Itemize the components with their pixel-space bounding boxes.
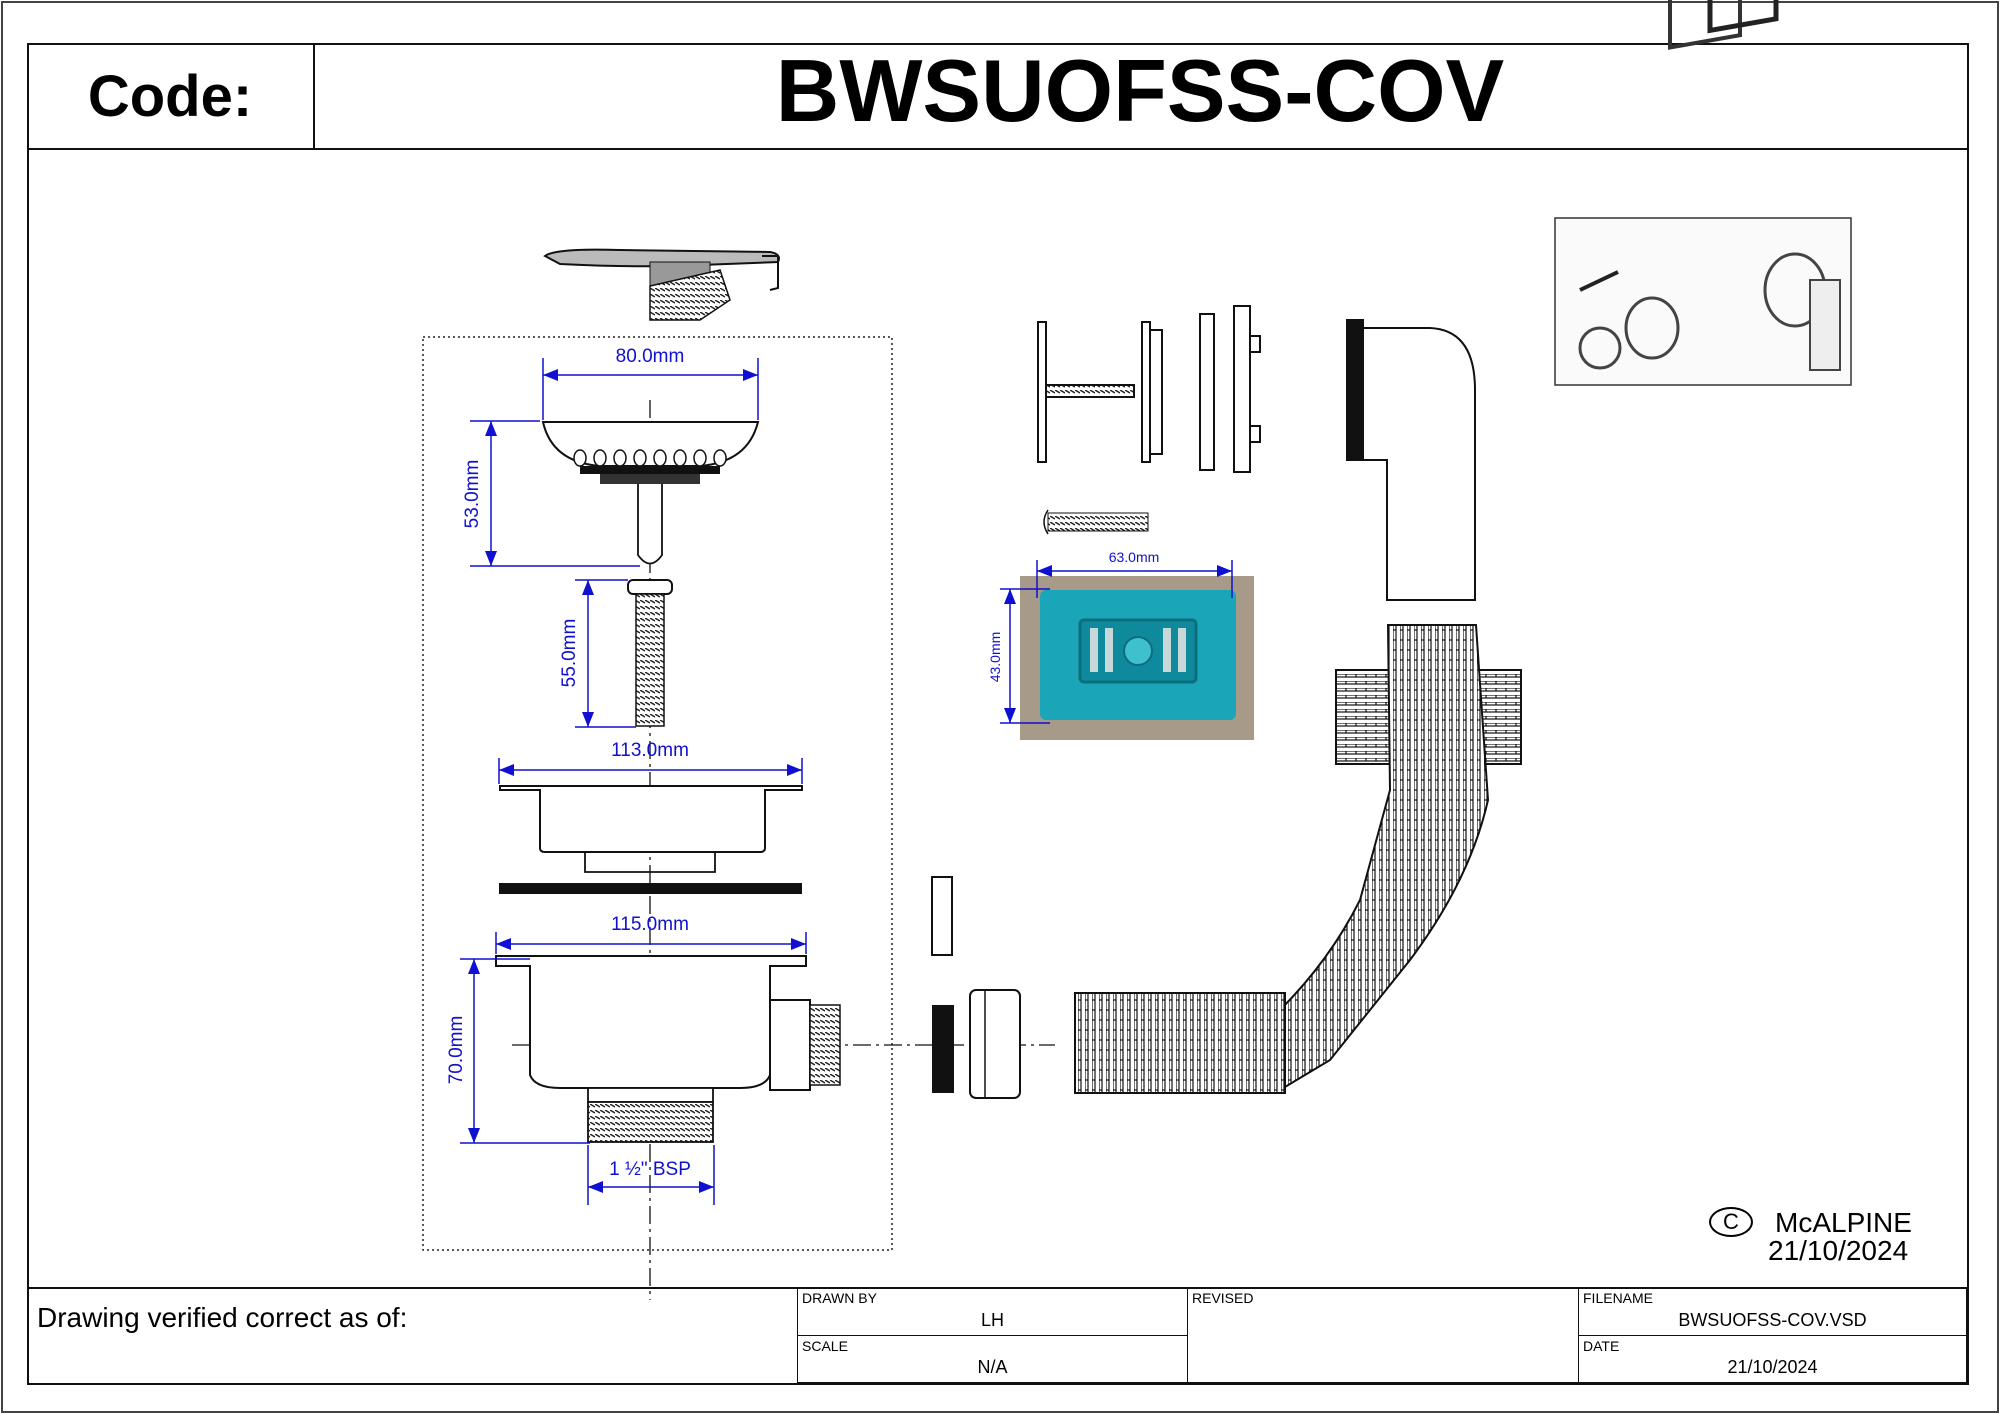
overflow-assembly <box>1037 305 1476 601</box>
dim-cover-width: 63.0mm <box>1108 549 1160 565</box>
dim-cover-height: 43.0mm <box>987 631 1003 683</box>
plug-cap <box>543 248 780 321</box>
nut <box>932 989 1021 1099</box>
drawn-by-cell: DRAWN BY LH <box>797 1287 1188 1336</box>
filename-cell: FILENAME BWSUOFSS-COV.VSD <box>1578 1287 1967 1336</box>
verified-label: Drawing verified correct as of: <box>37 1302 408 1333</box>
drawn-by-label: DRAWN BY <box>802 1290 877 1306</box>
filename-value: BWSUOFSS-COV.VSD <box>1678 1310 1867 1330</box>
dim-thread: 1 ½" BSP <box>609 1159 691 1180</box>
copyright-icon: C <box>1709 1207 1753 1237</box>
copyright-date: 21/10/2024 <box>1768 1235 1909 1266</box>
revised-label: REVISED <box>1192 1290 1254 1306</box>
footer-divider <box>27 1287 1967 1289</box>
sink-flange <box>499 785 803 873</box>
header-divider <box>27 148 1967 150</box>
scale-label: SCALE <box>802 1338 848 1354</box>
product-code: BWSUOFSS-COV <box>775 41 1505 140</box>
dim-body-height: 70.0mm <box>446 1015 467 1085</box>
bolt <box>627 579 673 727</box>
gasket <box>499 883 802 894</box>
assembly-box <box>422 336 893 1251</box>
dim-body-width: 115.0mm <box>611 914 689 935</box>
dim-strainer-height: 53.0mm <box>462 459 483 529</box>
washer-part <box>931 876 953 956</box>
date-cell: DATE 21/10/2024 <box>1578 1335 1967 1383</box>
waste-body <box>495 955 841 1143</box>
date-value: 21/10/2024 <box>1727 1357 1818 1377</box>
drawing-frame <box>27 43 1969 1385</box>
code-divider <box>313 43 315 149</box>
drawn-by-value: LH <box>980 1310 1004 1330</box>
cover-plate-photo <box>1020 576 1254 740</box>
dimension-lines <box>460 358 1233 1205</box>
scale-value: N/A <box>977 1357 1008 1377</box>
code-label: Code: <box>87 63 253 129</box>
company-name: McALPINE <box>1775 1207 1912 1238</box>
scale-cell: SCALE N/A <box>797 1335 1188 1383</box>
date-label: DATE <box>1583 1338 1620 1354</box>
dim-bolt-length: 55.0mm <box>559 618 580 688</box>
revised-cell: REVISED <box>1187 1287 1579 1383</box>
exploded-view-thumbnail <box>1554 0 1852 386</box>
dim-strainer-width: 80.0mm <box>615 346 685 367</box>
overflow-screw <box>1043 509 1149 535</box>
flexible-hose <box>1074 624 1522 1094</box>
strainer-basket <box>541 421 760 565</box>
dim-flange-width: 113.0mm <box>611 740 689 761</box>
filename-label: FILENAME <box>1583 1290 1654 1306</box>
